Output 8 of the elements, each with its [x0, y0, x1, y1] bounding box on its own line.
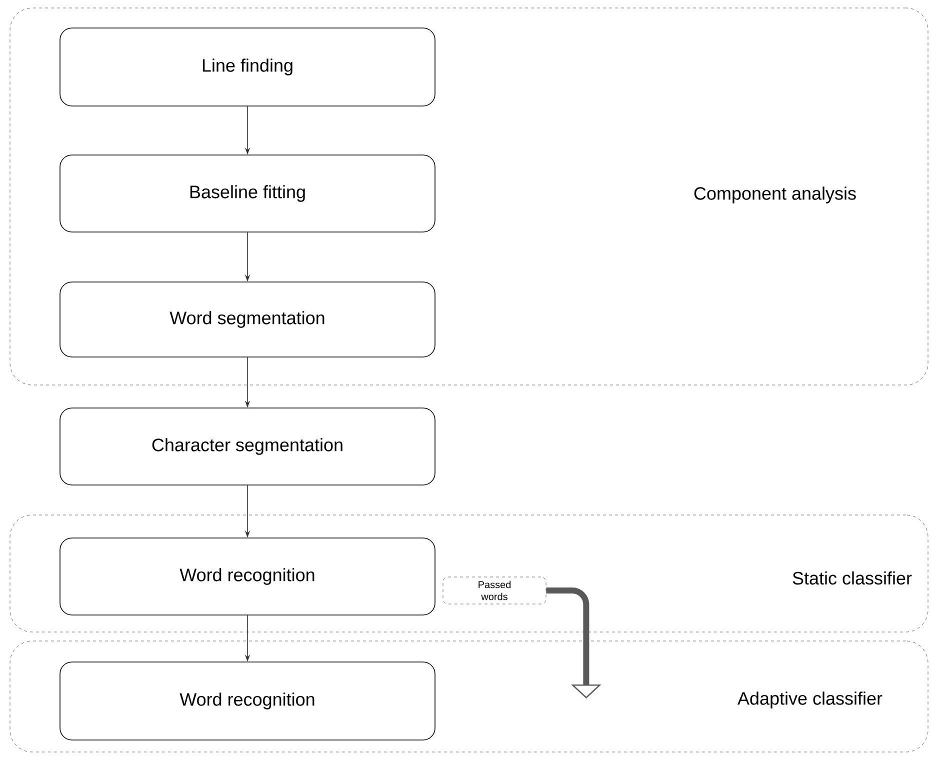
- process-box: Line finding: [60, 28, 436, 106]
- process-box: Character segmentation: [60, 408, 436, 486]
- process-box: Word segmentation: [60, 282, 436, 358]
- process-box: Word recognition: [60, 662, 436, 740]
- process-box: Word recognition: [60, 538, 436, 616]
- block-arrow: [546, 588, 602, 698]
- process-box: Baseline fitting: [60, 154, 436, 232]
- note-box: Passed words: [442, 576, 546, 604]
